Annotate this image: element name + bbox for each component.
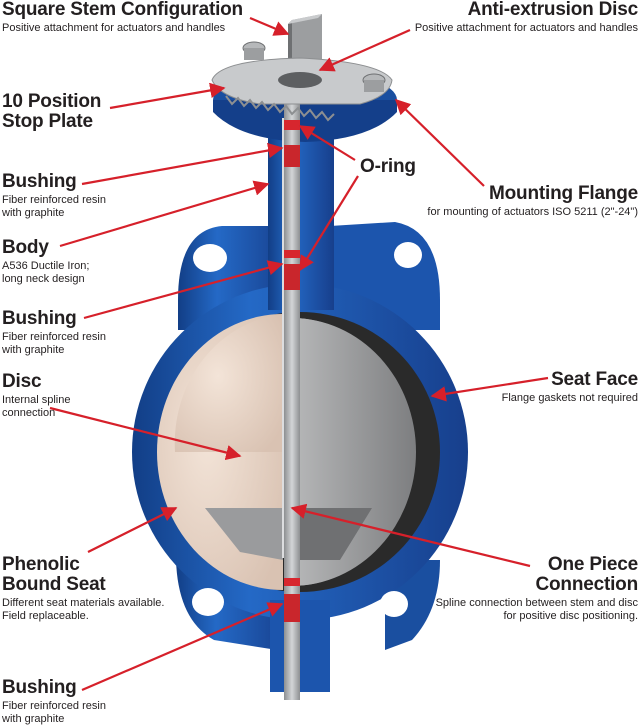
mounting-flange-title: Mounting Flange xyxy=(489,183,638,204)
anti-extrusion-desc: Positive attachment for actuators and ha… xyxy=(414,21,638,34)
arrow-bushing-top xyxy=(81,142,284,186)
o-rings xyxy=(284,120,300,622)
label-disc: Disc Internal spline connection xyxy=(2,372,71,420)
seat-face-title: Seat Face xyxy=(551,369,638,390)
arrow-square-stem xyxy=(249,16,290,36)
arrow-bushing-mid xyxy=(83,260,284,320)
arrow-oring-1 xyxy=(298,125,356,161)
label-one-piece: One Piece Connection Spline connection b… xyxy=(435,554,639,623)
oring-title: O-ring xyxy=(360,156,416,177)
label-body: Body A536 Ductile Iron; long neck design xyxy=(2,238,89,286)
bushing-bottom-title: Bushing xyxy=(2,677,77,698)
arrow-mounting-flange xyxy=(394,98,485,187)
square-stem-desc: Positive attachment for actuators and ha… xyxy=(2,21,226,34)
arrow-one-piece xyxy=(290,503,531,568)
stop-plate xyxy=(211,41,393,122)
label-oring: O-ring xyxy=(360,157,416,177)
disc-desc: Internal spline connection xyxy=(2,393,71,419)
mounting-flange-desc: for mounting of actuators ISO 5211 (2"-2… xyxy=(427,205,638,218)
one-piece-title: One Piece Connection xyxy=(535,554,639,595)
arrow-bushing-bottom xyxy=(81,602,284,692)
flange-bolt-holes xyxy=(192,242,422,617)
label-square-stem: Square Stem Configuration Positive attac… xyxy=(2,0,243,35)
disc-title: Disc xyxy=(2,371,42,392)
label-stop-plate: 10 Position Stop Plate xyxy=(2,92,101,132)
body-title: Body xyxy=(2,237,49,258)
stop-plate-title: 10 Position Stop Plate xyxy=(2,91,102,132)
body-desc: A536 Ductile Iron; long neck design xyxy=(2,259,90,285)
seat-face-desc: Flange gaskets not required xyxy=(501,391,638,404)
square-stem-title: Square Stem Configuration xyxy=(2,0,243,20)
label-seat-face: Seat Face Flange gaskets not required xyxy=(501,369,639,405)
bushing-mid-title: Bushing xyxy=(2,308,77,329)
label-bushing-top: Bushing Fiber reinforced resin with grap… xyxy=(2,172,106,220)
anti-extrusion-title: Anti-extrusion Disc xyxy=(467,0,639,20)
bushing-top-title: Bushing xyxy=(2,171,77,192)
arrow-body xyxy=(59,180,270,248)
bushing-bottom-desc: Fiber reinforced resin with graphite xyxy=(2,699,106,725)
phenolic-seat-title: Phenolic Bound Seat xyxy=(2,554,106,595)
label-bushing-bottom: Bushing Fiber reinforced resin with grap… xyxy=(2,678,106,726)
label-anti-extrusion: Anti-extrusion Disc Positive attachment … xyxy=(415,0,638,35)
arrow-stop-plate xyxy=(109,82,226,110)
arrow-oring-2 xyxy=(299,175,359,272)
arrow-seat-face xyxy=(430,376,549,402)
arrow-anti-extrusion xyxy=(318,28,411,72)
bushing-mid-desc: Fiber reinforced resin with graphite xyxy=(2,330,106,356)
label-mounting-flange: Mounting Flange for mounting of actuator… xyxy=(427,184,638,219)
arrow-phenolic-seat xyxy=(87,507,178,553)
leader-arrows xyxy=(49,16,549,692)
label-bushing-mid: Bushing Fiber reinforced resin with grap… xyxy=(2,309,106,357)
label-phenolic-seat: Phenolic Bound Seat Different seat mater… xyxy=(2,555,164,623)
bushing-top-desc: Fiber reinforced resin with graphite xyxy=(2,193,106,219)
one-piece-desc: Spline connection between stem and disc … xyxy=(435,596,638,622)
arrow-disc xyxy=(49,406,242,461)
phenolic-seat-desc: Different seat materials available. Fiel… xyxy=(2,596,165,622)
